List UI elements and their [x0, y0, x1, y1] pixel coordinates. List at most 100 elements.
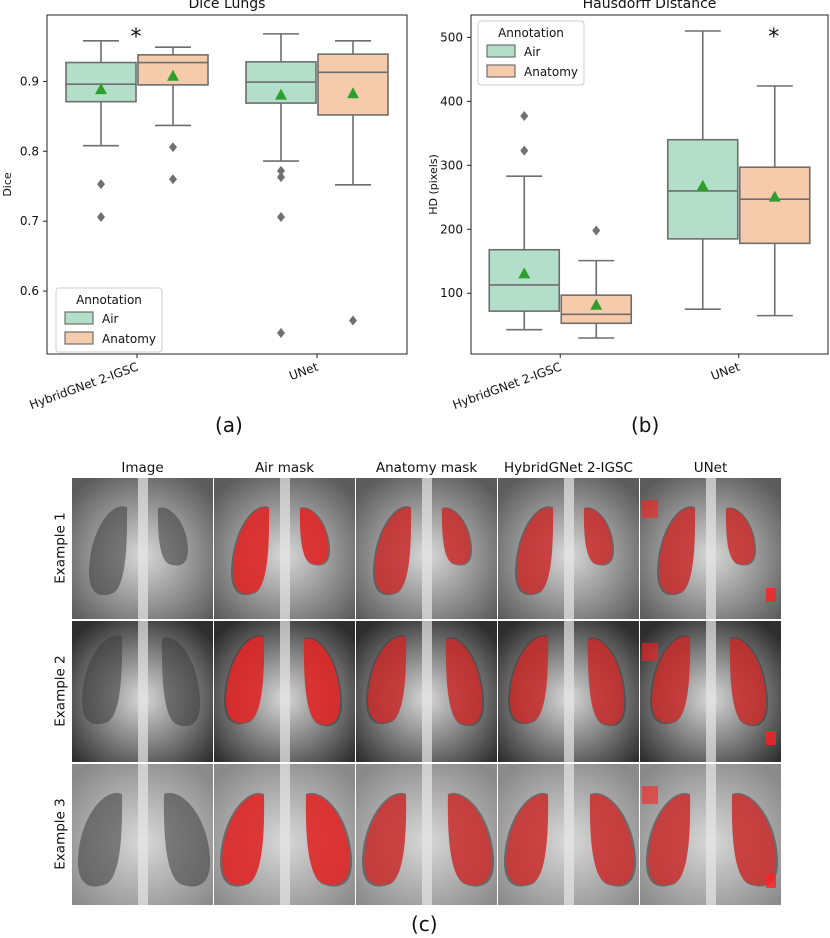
- mean-marker: [347, 87, 359, 99]
- box-iqr: [65, 61, 137, 103]
- row-header-example-1: Example 1: [53, 512, 70, 584]
- legend-swatch-air: [64, 311, 94, 325]
- mask-left-lung: [232, 507, 270, 594]
- mean-marker: [696, 179, 709, 191]
- xray-graphic: [72, 764, 213, 905]
- xray-2-1: [72, 621, 213, 762]
- spine: [564, 478, 574, 619]
- y-tick-label: 400: [440, 94, 463, 108]
- mask-right-lung: [303, 638, 341, 725]
- mean-marker: [518, 267, 531, 279]
- xray-1-5: [640, 478, 781, 619]
- chart-title: Hausdorff Distance: [583, 0, 717, 12]
- column-header-unet: UNet: [693, 460, 728, 476]
- column-header-hybridgnet: HybridGNet 2-IGSC: [504, 460, 633, 476]
- xray-1-2: [214, 478, 355, 619]
- legend-label-anatomy: Anatomy: [102, 332, 156, 346]
- xray-graphic: [640, 478, 781, 619]
- mean-marker: [590, 298, 603, 310]
- mask-right-lung: [729, 638, 767, 725]
- row-header-example-2: Example 2: [53, 655, 70, 727]
- y-tick-label: 500: [440, 30, 463, 44]
- y-tick-label: 0.8: [20, 144, 39, 158]
- xray-graphic: [214, 621, 355, 762]
- x-tick-label: HybridGNet 2-IGSC: [451, 360, 563, 412]
- xray-graphic: [72, 621, 213, 762]
- outlier-point: [520, 111, 529, 122]
- mask-right-lung: [731, 794, 776, 886]
- mean-marker: [275, 88, 287, 100]
- significance-star: *: [131, 25, 142, 50]
- xray-graphic: [356, 621, 497, 762]
- y-axis-label: HD (pixels): [427, 154, 440, 215]
- mask-right-lung: [589, 794, 634, 886]
- xray-graphic: [72, 478, 213, 619]
- x-tick-label: UNet: [709, 360, 742, 383]
- legend-label-air: Air: [524, 45, 541, 59]
- xray-2-2: [214, 621, 355, 762]
- xray-graphic: [356, 478, 497, 619]
- legend-title: Annotation: [76, 293, 142, 307]
- spine: [138, 478, 148, 619]
- mean-marker: [95, 83, 107, 95]
- mask-right-lung: [587, 638, 625, 725]
- mask-false-positive: [766, 588, 776, 602]
- xray-graphic: [214, 764, 355, 905]
- spine: [422, 764, 432, 905]
- lung-left: [81, 635, 123, 725]
- xray-graphic: [498, 621, 639, 762]
- legend-swatch-air: [486, 44, 516, 58]
- mask-false-positive: [766, 874, 776, 888]
- lung-right: [161, 637, 201, 727]
- panel-label-b: (b): [631, 413, 660, 437]
- xray-graphic: [356, 764, 497, 905]
- segmentation-examples-grid: Image Air mask Anatomy mask HybridGNet 2…: [0, 452, 830, 938]
- xray-1-4: [498, 478, 639, 619]
- mask-right-lung: [583, 508, 613, 565]
- legend-title: Annotation: [498, 26, 564, 40]
- box-anatomy-0: [137, 46, 209, 185]
- plot-frame: [470, 14, 829, 355]
- xray-1-1: [72, 478, 213, 619]
- mask-left-lung: [648, 794, 691, 886]
- mean-marker: [768, 190, 781, 202]
- mask-left-lung: [225, 636, 265, 723]
- mask-false-positive: [642, 643, 658, 661]
- outlier-point: [97, 212, 105, 223]
- outlier-point: [277, 165, 285, 176]
- spine: [706, 764, 716, 905]
- spine: [138, 764, 148, 905]
- xray-1-3: [356, 478, 497, 619]
- mask-left-lung: [658, 507, 696, 594]
- box-air-1: [245, 33, 317, 339]
- spine: [280, 764, 290, 905]
- mask-right-lung: [441, 508, 471, 565]
- y-tick-label: 0.6: [20, 284, 39, 298]
- box-iqr: [317, 53, 389, 116]
- spine: [422, 478, 432, 619]
- legend-swatch-anatomy: [64, 331, 94, 345]
- lung-right: [163, 792, 211, 887]
- spine: [422, 621, 432, 762]
- mask-right-lung: [445, 638, 483, 725]
- mask-left-lung: [509, 636, 549, 723]
- box-anatomy-0: [560, 225, 633, 339]
- y-tick-label: 100: [440, 286, 463, 300]
- mask-left-lung: [516, 507, 554, 594]
- column-header-image: Image: [121, 460, 164, 476]
- y-axis-label: Dice: [1, 172, 14, 197]
- y-tick-label: 0.9: [20, 74, 39, 88]
- mask-left-lung: [374, 507, 412, 594]
- legend-label-air: Air: [102, 312, 119, 326]
- y-tick-label: 300: [440, 158, 463, 172]
- row-header-example-3: Example 3: [53, 798, 70, 870]
- mask-left-lung: [506, 794, 549, 886]
- outlier-point: [169, 142, 177, 153]
- outlier-point: [520, 145, 529, 156]
- mask-false-positive: [766, 731, 776, 745]
- legend-swatch-anatomy: [486, 64, 516, 78]
